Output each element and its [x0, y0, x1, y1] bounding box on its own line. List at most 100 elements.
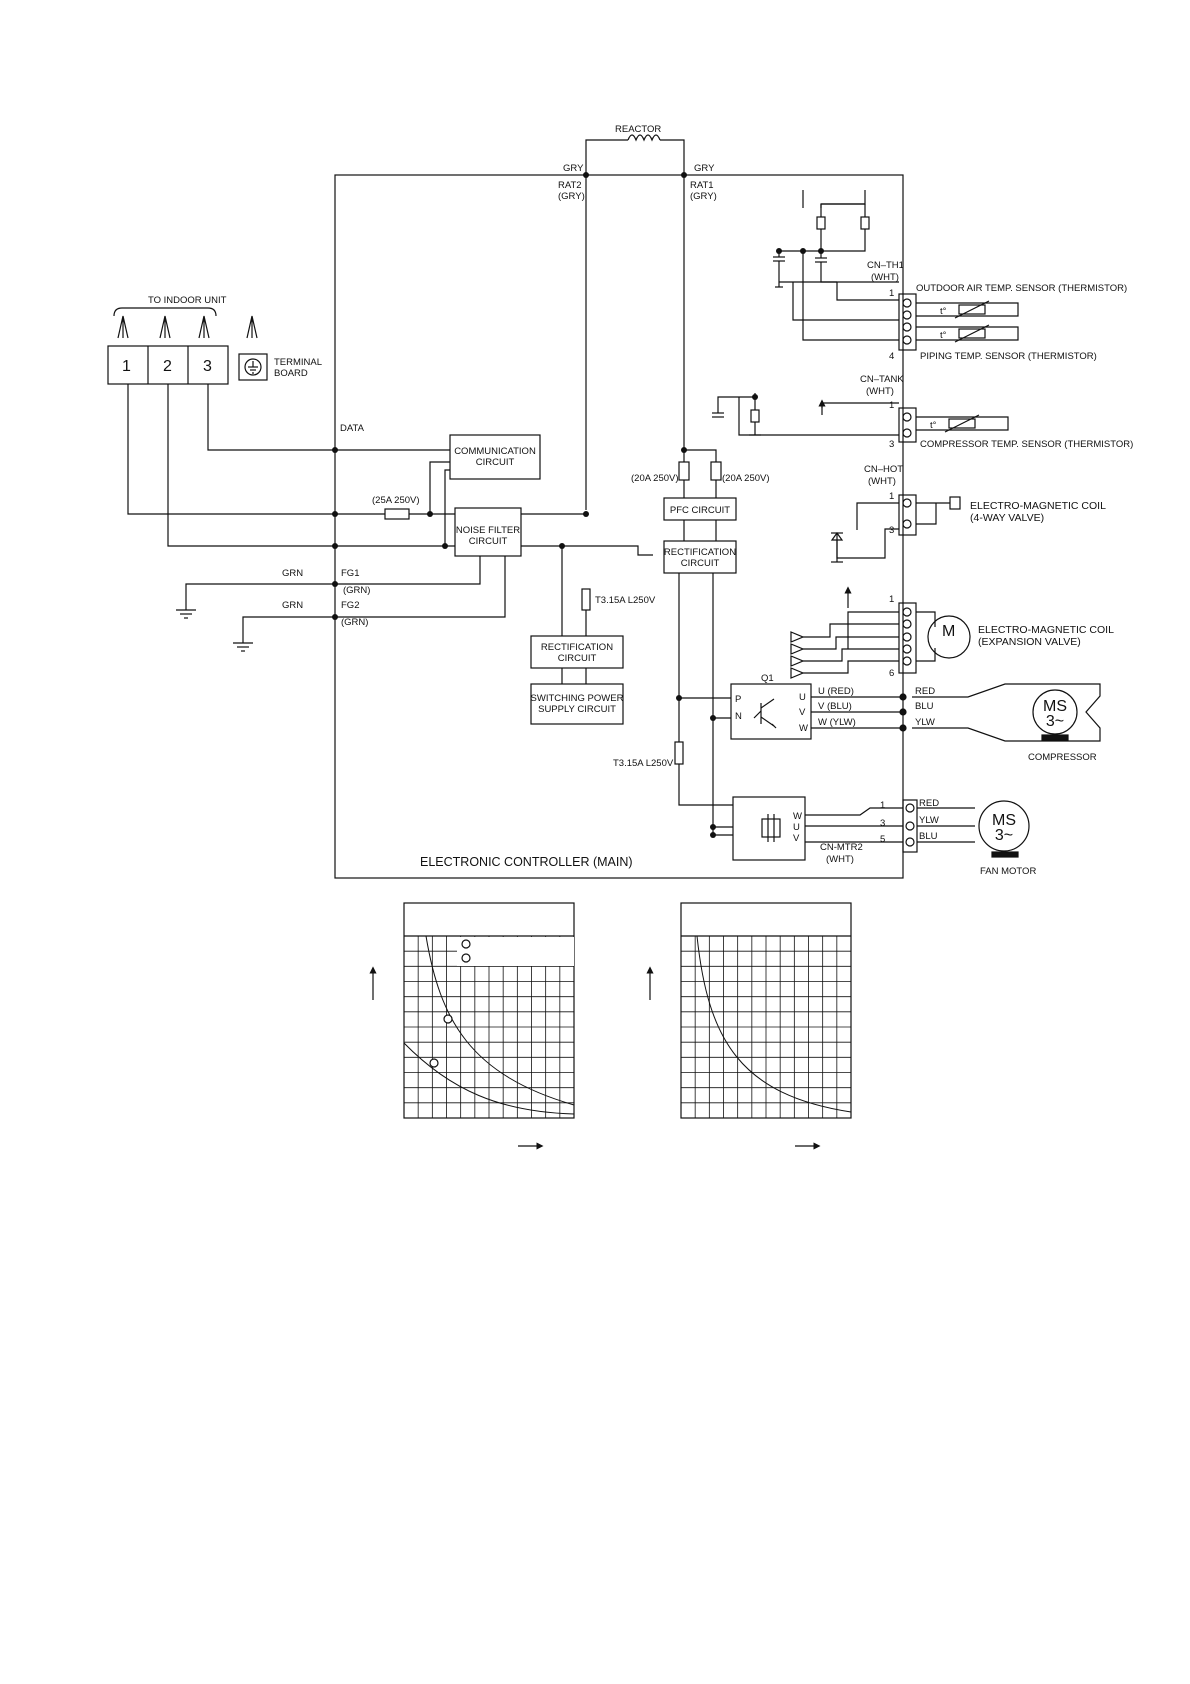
fuse-25a — [384, 508, 410, 520]
fuse-20a-right — [710, 461, 722, 481]
noise-filter-label-2: CIRCUIT — [469, 536, 508, 547]
characteristic-curve — [403, 1042, 575, 1115]
noise-filter-label-1: NOISE FILTER — [456, 525, 520, 536]
terminal-board-label-2: BOARD — [274, 368, 308, 379]
four-way-coil-icon — [949, 496, 961, 510]
fan-driver-v: V — [793, 833, 800, 844]
inverter-p: P — [735, 694, 741, 705]
igbt-icon — [753, 698, 777, 729]
fuse-t315-upper-label: T3.15A L250V — [595, 595, 656, 606]
rectification-main-label-1: RECTIFICATION — [664, 547, 736, 558]
expansion-coil-label-2: (EXPANSION VALVE) — [978, 636, 1081, 648]
rat2-label: RAT2 — [558, 180, 582, 191]
cn-th1-pin-4: 4 — [889, 351, 894, 362]
fan-pin-1: 1 — [880, 800, 885, 811]
switching-power-label-2: SUPPLY CIRCUIT — [538, 704, 616, 715]
fan-driver-u: U — [793, 822, 800, 833]
rectification-main-label-2: CIRCUIT — [681, 558, 720, 569]
controller-label: ELECTRONIC CONTROLLER (MAIN) — [420, 855, 633, 869]
fan-blu-label: BLU — [919, 831, 938, 842]
communication-label-2: CIRCUIT — [476, 457, 515, 468]
cn-hot-pin-3: 3 — [889, 525, 894, 536]
fuse-t315-lower — [674, 741, 684, 765]
fuse-20a-left-label: (20A 250V) — [631, 473, 679, 484]
cn-mtr2-connector — [902, 799, 918, 853]
characteristic-curve — [696, 935, 852, 1113]
characteristic-curve — [425, 935, 575, 1106]
curve-marker — [461, 939, 471, 949]
fan-phase-label: 3~ — [995, 827, 1013, 844]
cn-tank-network — [712, 393, 899, 436]
fuse-t315-lower-label: T3.15A L250V — [613, 758, 674, 769]
fuse-20a-right-label: (20A 250V) — [722, 473, 770, 484]
controller-box — [334, 174, 904, 879]
cn-tank-color: (WHT) — [866, 386, 894, 397]
thermistor-outdoor — [954, 300, 990, 319]
fg1-color: (GRN) — [343, 585, 370, 596]
rectification-sub-label-2: CIRCUIT — [558, 653, 597, 664]
u-red-label: U (RED) — [818, 686, 854, 697]
inverter-w: W — [799, 723, 808, 734]
fan-pin-5: 5 — [880, 834, 885, 845]
fan-ylw-label: YLW — [919, 815, 939, 826]
fg1-label: FG1 — [341, 568, 359, 579]
cn-tank-pin-3: 3 — [889, 439, 894, 450]
q1-label: Q1 — [761, 673, 774, 684]
curve-marker — [429, 1058, 439, 1068]
cn-hot-color: (WHT) — [868, 476, 896, 487]
four-way-coil-label-2: (4-WAY VALVE) — [970, 512, 1044, 524]
gry-left-label: GRY — [563, 163, 584, 174]
fan-pin-3: 3 — [880, 818, 885, 829]
compressor-phase-label: 3~ — [1046, 713, 1064, 730]
fan-driver-box — [732, 796, 806, 861]
expansion-valve-motor-icon — [927, 615, 971, 659]
fuse-20a-left — [678, 461, 690, 481]
v-blu-label: V (BLU) — [818, 701, 852, 712]
cn-mtr2-label: CN-MTR2 — [820, 842, 863, 853]
communication-circuit-box — [449, 434, 541, 480]
inverter-u: U — [799, 692, 806, 703]
four-way-coil-label-1: ELECTRO-MAGNETIC COIL — [970, 500, 1106, 512]
rat2-color: (GRY) — [558, 191, 585, 202]
data-label: DATA — [340, 423, 365, 434]
ground-icon-2 — [233, 642, 253, 652]
fan-motor-label: FAN MOTOR — [980, 866, 1036, 877]
ground-icon-1 — [176, 609, 196, 619]
junction-dots — [332, 172, 824, 838]
curve-marker — [443, 1014, 453, 1024]
rat1-color: (GRY) — [690, 191, 717, 202]
cn-hot-pin-1: 1 — [889, 491, 894, 502]
graph-left — [403, 902, 575, 1119]
t-mark-1: t° — [940, 306, 947, 317]
compressor-ms-label: MS — [1043, 698, 1067, 715]
cn-hot-connector — [898, 494, 917, 536]
cn-th1-color: (WHT) — [871, 272, 899, 283]
thermistor-compressor — [944, 414, 980, 433]
curve-marker — [461, 953, 471, 963]
communication-label-1: COMMUNICATION — [454, 446, 536, 457]
t-mark-2: t° — [940, 330, 947, 341]
expansion-pin-1: 1 — [889, 594, 894, 605]
outdoor-air-sensor-label: OUTDOOR AIR TEMP. SENSOR (THERMISTOR) — [916, 283, 1127, 294]
gry-right-label: GRY — [694, 163, 715, 174]
rectification-sub-label-1: RECTIFICATION — [541, 642, 613, 653]
terminal-board — [107, 345, 268, 385]
thermistor-piping — [954, 324, 990, 343]
expansion-motor-m: M — [942, 623, 955, 640]
rat1-label: RAT1 — [690, 180, 714, 191]
cn-tank-pin-1: 1 — [889, 400, 894, 411]
fg2-color: (GRN) — [341, 617, 368, 628]
inverter-v: V — [799, 707, 806, 718]
compressor-temp-sensor-label: COMPRESSOR TEMP. SENSOR (THERMISTOR) — [920, 439, 1133, 450]
reactor-label: REACTOR — [615, 124, 661, 135]
compressor-icon — [912, 683, 1101, 742]
switching-power-label-1: SWITCHING POWER — [531, 693, 624, 704]
switching-power-box — [530, 683, 624, 725]
fan-motor-icon — [978, 800, 1030, 858]
w-ylw-label: W (YLW) — [818, 717, 856, 728]
pfc-label: PFC CIRCUIT — [670, 505, 730, 516]
piping-sensor-label: PIPING TEMP. SENSOR (THERMISTOR) — [920, 351, 1097, 362]
t-mark-3: t° — [930, 420, 937, 431]
fuse-t315-upper — [581, 588, 591, 611]
